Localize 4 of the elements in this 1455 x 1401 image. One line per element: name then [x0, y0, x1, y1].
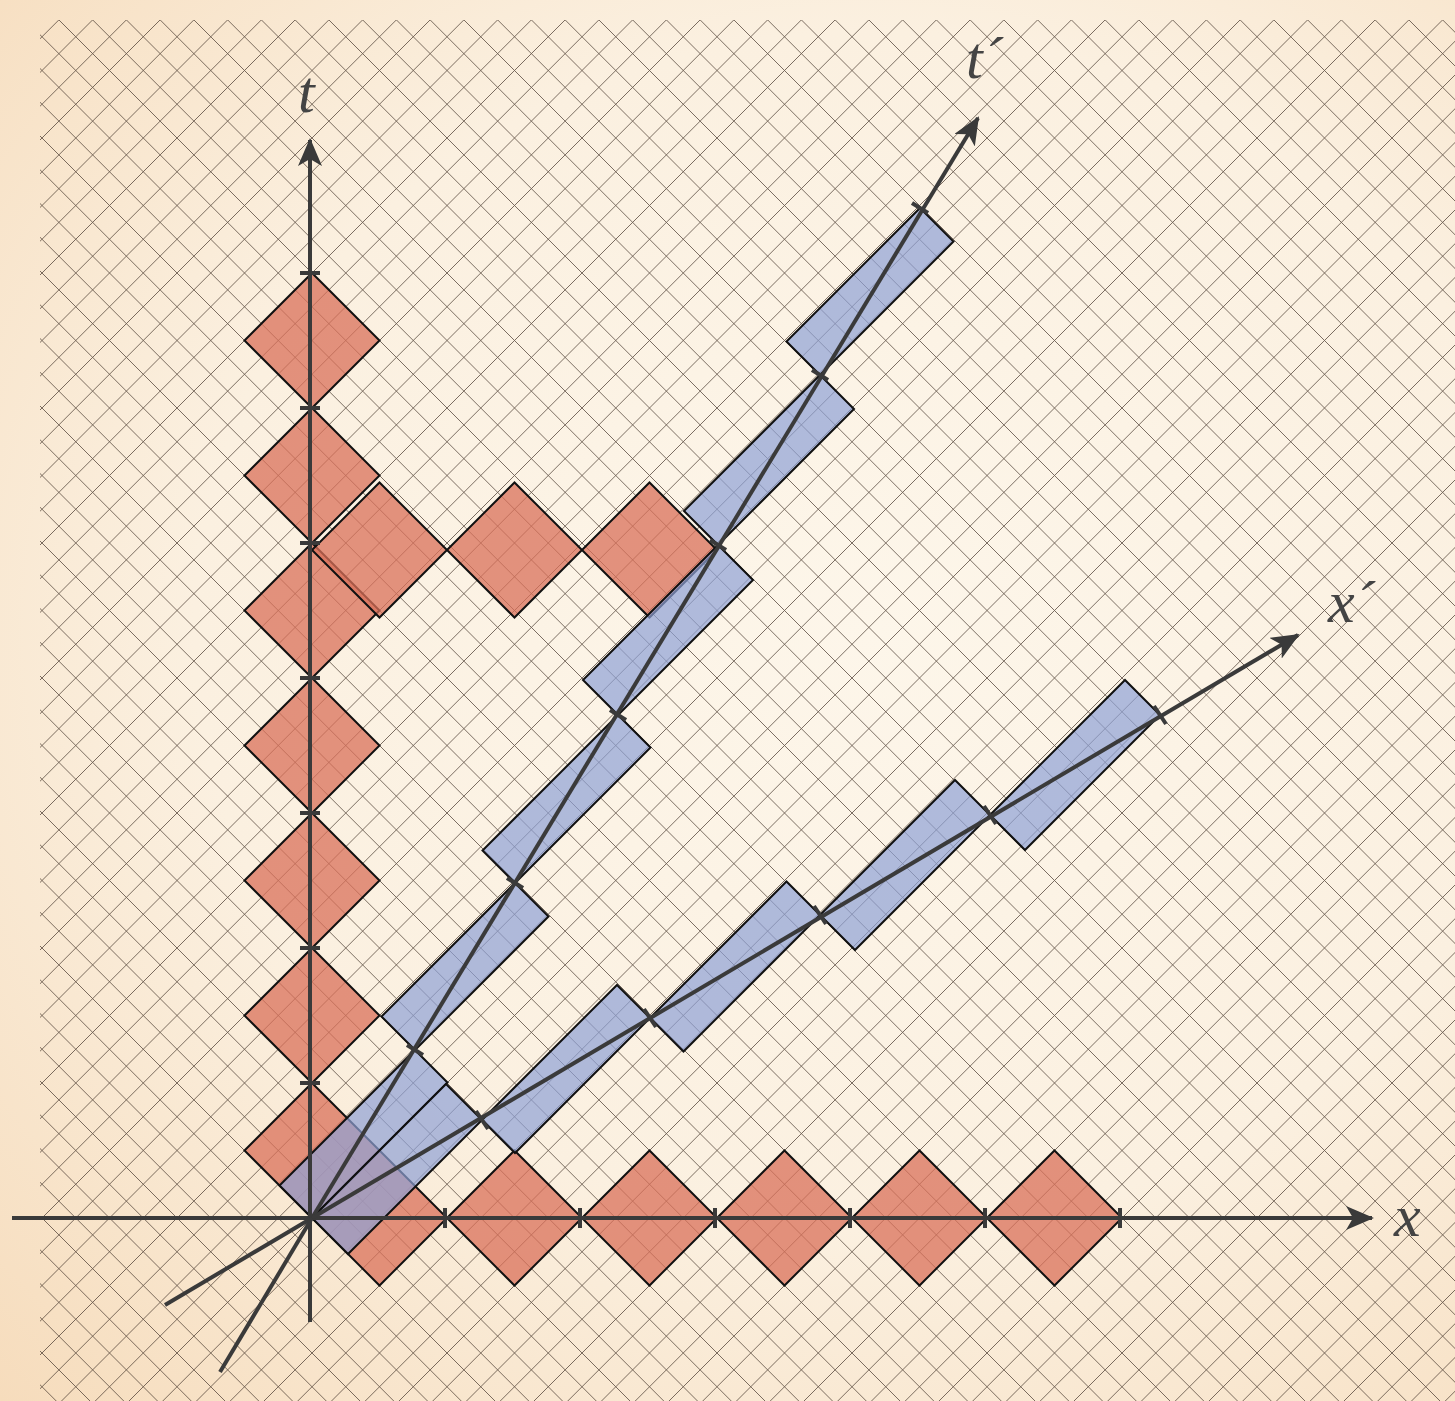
axis-label: t: [298, 62, 315, 122]
axis-label: x´: [1328, 572, 1375, 632]
axis-label: x: [1394, 1186, 1421, 1246]
axis-label: t´: [966, 28, 1003, 88]
